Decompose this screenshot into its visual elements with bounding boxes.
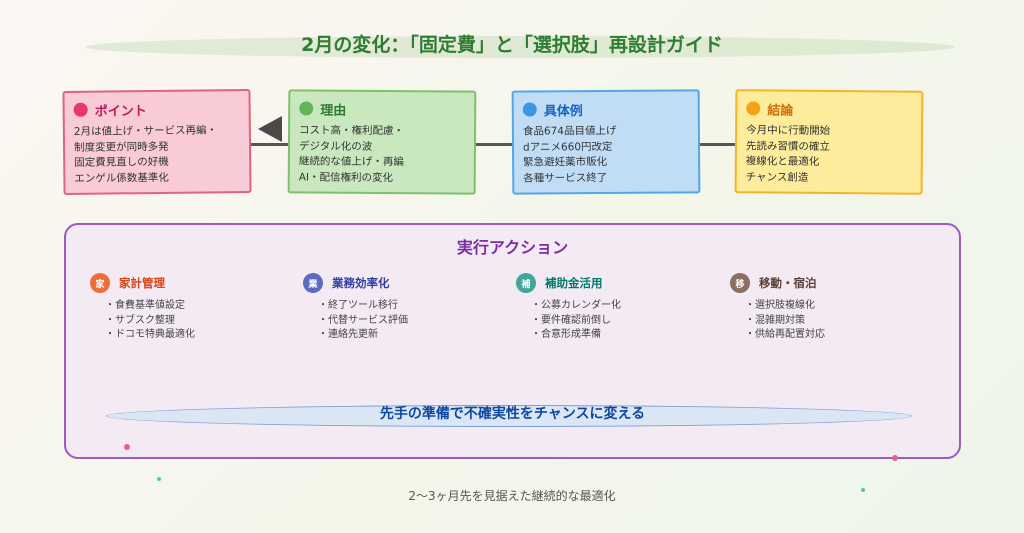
card-line: 緊急避妊薬市販化 bbox=[523, 155, 608, 169]
card-line: 今月中に行動開始 bbox=[746, 124, 831, 138]
reason-dot-icon bbox=[299, 101, 314, 116]
card-line: 食品674品目値上げ bbox=[522, 124, 617, 138]
travel-icon: 移 bbox=[730, 273, 750, 293]
sparkle-dot-icon bbox=[892, 455, 898, 461]
card-line: 2月は値上げ・サービス再編・ bbox=[73, 124, 218, 138]
card-line: 制度変更が同時多発 bbox=[73, 140, 169, 154]
card-line: 固定費見直しの好機 bbox=[74, 155, 169, 169]
card-line: エンゲル係数基準化 bbox=[74, 171, 169, 185]
card-heading: 結論 bbox=[767, 102, 794, 119]
page-title: 2月の変化：「固定費」と「選択肢」再設計ガイド bbox=[301, 34, 723, 56]
list-item: ・要件確認前倒し bbox=[531, 314, 611, 326]
banner-text: 先手の準備で不確実性をチャンスに変える bbox=[379, 406, 646, 422]
list-item: ・ドコモ特典最適化 bbox=[105, 329, 195, 340]
card-line: 各種サービス終了 bbox=[523, 171, 608, 185]
action-title: 実行アクション bbox=[456, 238, 569, 257]
card-heading: ポイント bbox=[94, 103, 147, 120]
card-conclusion: 結論 今月中に行動開始 先読み習慣の確立 複線化と最適化 チャンス創造 bbox=[734, 89, 924, 195]
list-item: ・公募カレンダー化 bbox=[531, 300, 621, 311]
card-reason: 理由 コスト高・権利配慮・ デジタル化の波 継続的な値上げ・再編 AI・配信権利… bbox=[287, 89, 477, 195]
card-line: コスト高・権利配慮・ bbox=[299, 124, 405, 138]
list-item: ・終了ツール移行 bbox=[318, 300, 398, 311]
action-group-subsidy: 補補助金活用 ・公募カレンダー化 ・要件確認前倒し ・合意形成準備 bbox=[516, 272, 716, 343]
list-item: ・連絡先更新 bbox=[318, 329, 378, 340]
sparkle-dot-icon bbox=[157, 477, 161, 481]
action-panel: 実行アクション 家家計管理 ・食費基準値設定 ・サブスク整理 ・ドコモ特典最適化… bbox=[64, 223, 961, 459]
household-icon: 家 bbox=[90, 273, 110, 293]
point-dot-icon bbox=[73, 102, 88, 117]
connector-line bbox=[474, 143, 519, 146]
sparkle-dot-icon bbox=[861, 488, 865, 492]
list-item: ・選択肢複線化 bbox=[745, 300, 815, 311]
arrow-pointer-icon bbox=[258, 116, 282, 142]
card-line: チャンス創造 bbox=[745, 170, 809, 184]
action-group-household: 家家計管理 ・食費基準値設定 ・サブスク整理 ・ドコモ特典最適化 bbox=[90, 272, 290, 343]
card-line: 継続的な値上げ・再編 bbox=[298, 155, 404, 169]
action-group-business: 業業務効率化 ・終了ツール移行 ・代替サービス評価 ・連絡先更新 bbox=[303, 272, 503, 343]
card-heading: 理由 bbox=[320, 103, 347, 119]
group-title: 移動・宿泊 bbox=[759, 276, 817, 290]
action-group-travel: 移移動・宿泊 ・選択肢複線化 ・混雑期対策 ・供給再配置対応 bbox=[730, 272, 930, 343]
conclusion-dot-icon bbox=[746, 101, 761, 116]
banner-highlight bbox=[106, 405, 912, 427]
card-point: ポイント 2月は値上げ・サービス再編・ 制度変更が同時多発 固定費見直しの好機 … bbox=[62, 89, 252, 195]
title-highlight bbox=[85, 36, 955, 58]
connector-line bbox=[698, 143, 743, 146]
connector-line bbox=[250, 143, 295, 146]
footer-caption: 2〜3ヶ月先を見据えた継続的な最適化 bbox=[408, 489, 616, 503]
card-example: 具体例 食品674品目値上げ dアニメ660円改定 緊急避妊薬市販化 各種サービ… bbox=[511, 89, 701, 195]
list-item: ・供給再配置対応 bbox=[745, 329, 825, 340]
card-line: 先読み習慣の確立 bbox=[745, 139, 831, 153]
card-line: デジタル化の波 bbox=[298, 139, 373, 153]
list-item: ・代替サービス評価 bbox=[318, 314, 408, 326]
list-item: ・合意形成準備 bbox=[531, 329, 601, 340]
business-icon: 業 bbox=[303, 273, 323, 293]
card-heading: 具体例 bbox=[543, 103, 583, 119]
group-title: 業務効率化 bbox=[332, 276, 390, 290]
group-title: 家計管理 bbox=[119, 276, 165, 290]
list-item: ・混雑期対策 bbox=[745, 314, 805, 326]
list-item: ・サブスク整理 bbox=[105, 314, 175, 326]
card-line: 複線化と最適化 bbox=[745, 155, 820, 168]
list-item: ・食費基準値設定 bbox=[105, 300, 185, 311]
subsidy-icon: 補 bbox=[516, 273, 536, 293]
sparkle-dot-icon bbox=[124, 444, 130, 450]
group-title: 補助金活用 bbox=[545, 276, 603, 290]
card-line: dアニメ660円改定 bbox=[522, 140, 613, 154]
example-dot-icon bbox=[522, 102, 537, 117]
card-line: AI・配信権利の変化 bbox=[298, 170, 394, 184]
